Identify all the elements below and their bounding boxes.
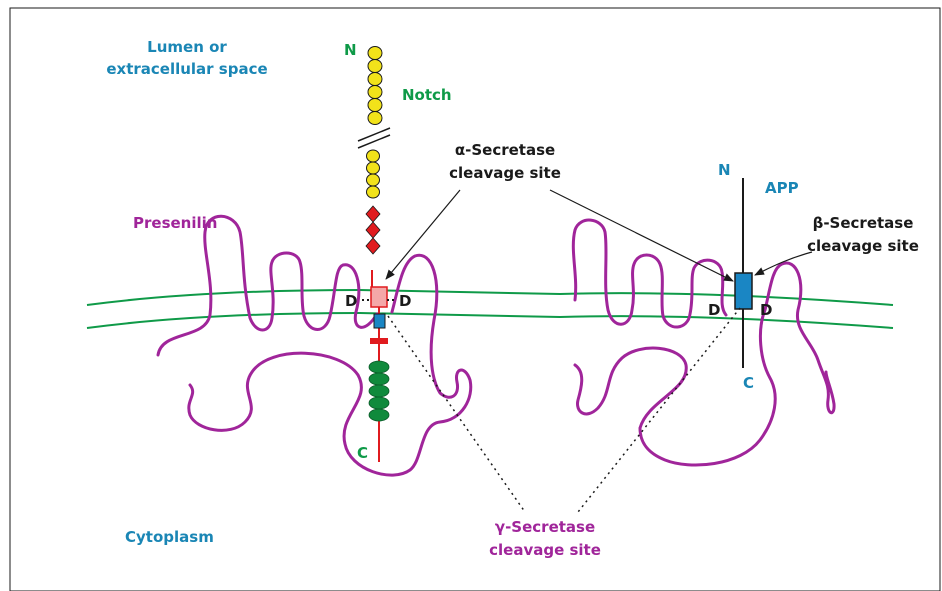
yellow-bead-icon	[367, 186, 380, 198]
yellow-bead-icon	[368, 47, 382, 60]
notch-beads-lower	[367, 150, 380, 198]
app-d-right: D	[760, 301, 772, 319]
red-diamond-icon	[366, 238, 380, 254]
green-oval-icon	[369, 385, 389, 397]
lumen-label: Lumen or	[147, 38, 227, 56]
notch-d-left: D	[345, 292, 357, 310]
alpha-label-line2: cleavage site	[449, 164, 561, 182]
green-oval-icon	[369, 361, 389, 373]
presenilin-left	[158, 216, 471, 475]
green-oval-icon	[369, 397, 389, 409]
gamma-label-line2: cleavage site	[489, 541, 601, 559]
yellow-bead-icon	[368, 112, 382, 125]
notch-label: Notch	[402, 86, 452, 104]
green-oval-icon	[369, 409, 389, 421]
notch-d-right: D	[399, 292, 411, 310]
break-mark-upper	[358, 128, 390, 141]
yellow-bead-icon	[368, 86, 382, 99]
yellow-bead-icon	[367, 162, 380, 174]
notch-ankyrin-repeats	[369, 361, 389, 421]
presenilin-label: Presenilin	[133, 214, 217, 232]
presenilin-right	[573, 220, 834, 465]
app-site-box	[735, 273, 752, 309]
app-c-label: C	[743, 374, 754, 392]
notch-beads-upper	[368, 47, 382, 125]
red-diamond-icon	[366, 206, 380, 222]
gamma-dotted-notch	[388, 316, 525, 512]
cytoplasm-label: Cytoplasm	[125, 528, 214, 546]
green-oval-icon	[369, 373, 389, 385]
alpha-arrow-app	[550, 190, 733, 281]
alpha-arrow-notch	[386, 190, 460, 279]
notch-alpha-site-box	[371, 287, 387, 307]
extracellular-label: extracellular space	[106, 60, 267, 78]
beta-label-line1: β-Secretase	[813, 214, 914, 232]
yellow-bead-icon	[367, 150, 380, 162]
yellow-bead-icon	[368, 99, 382, 112]
gamma-dotted-app	[578, 308, 740, 512]
yellow-bead-icon	[367, 174, 380, 186]
notch-gamma-site-box	[374, 314, 385, 328]
gamma-label-line1: γ-Secretase	[495, 518, 595, 536]
yellow-bead-icon	[368, 73, 382, 86]
alpha-label-line1: α-Secretase	[455, 141, 555, 159]
notch-egf-repeats	[366, 206, 380, 254]
notch-red-bar	[370, 338, 388, 344]
app-label: APP	[765, 179, 799, 197]
notch-n-label: N	[344, 41, 357, 59]
app-n-label: N	[718, 161, 731, 179]
red-diamond-icon	[366, 222, 380, 238]
yellow-bead-icon	[368, 60, 382, 73]
beta-label-line2: cleavage site	[807, 237, 919, 255]
notch-c-label: C	[357, 444, 368, 462]
break-mark-lower	[358, 135, 390, 148]
app-d-left: D	[708, 301, 720, 319]
